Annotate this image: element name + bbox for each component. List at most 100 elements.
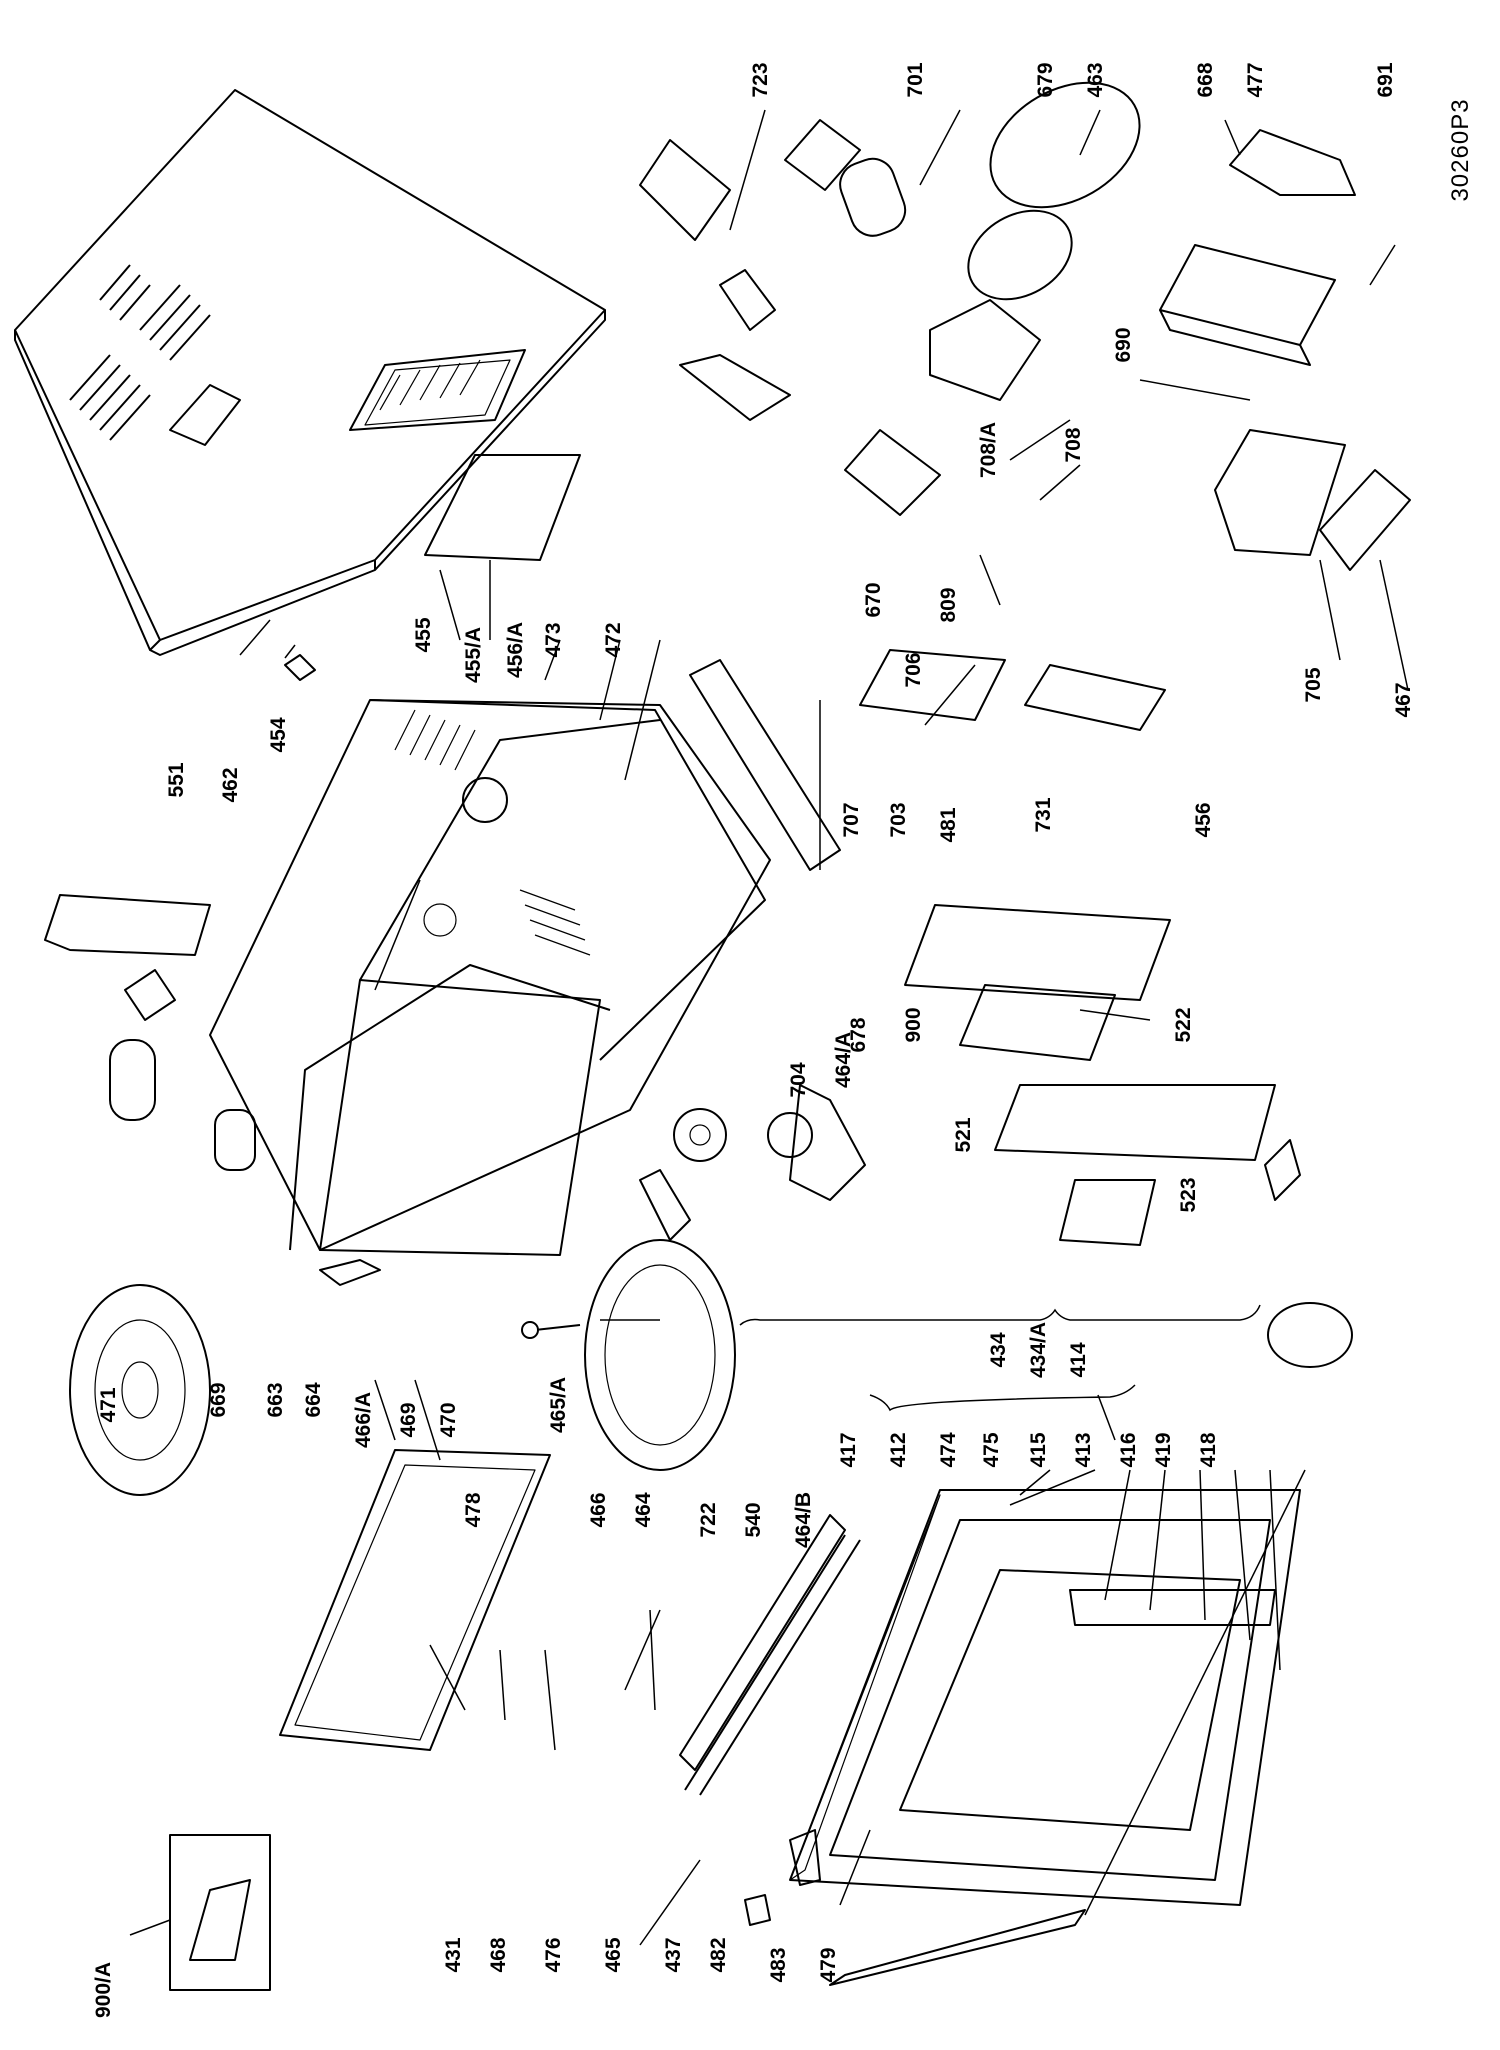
part-label: 706	[902, 652, 925, 687]
part-label: 707	[840, 802, 863, 837]
door-glass-frame	[279, 1449, 551, 1751]
part-label: 483	[767, 1947, 790, 1982]
leader-lines	[129, 109, 1409, 1946]
turntable-523	[1267, 1302, 1353, 1368]
cover-plate	[44, 894, 211, 956]
board-900A	[169, 1834, 271, 1991]
trim-418	[829, 1909, 1086, 1986]
part-label: 478	[462, 1492, 485, 1527]
part-label: 471	[97, 1387, 120, 1422]
part-label: 454	[267, 717, 290, 752]
fuse-holder	[214, 1109, 256, 1171]
part-label: 455	[412, 617, 435, 652]
relay-723	[719, 269, 776, 331]
part-label: 465/A	[547, 1377, 570, 1433]
part-label: 540	[742, 1502, 765, 1537]
part-label: 481	[937, 807, 960, 842]
part-label: 415	[1027, 1432, 1050, 1467]
part-label: 664	[302, 1382, 325, 1417]
part-label: 668	[1194, 62, 1217, 97]
magnetron-705	[1214, 429, 1346, 556]
capacitor-669	[109, 1039, 156, 1121]
frame-678	[904, 904, 1171, 1001]
part-label: 551	[165, 762, 188, 797]
hinge-437	[789, 1829, 821, 1886]
cover-723	[639, 139, 731, 241]
part-label: 523	[1177, 1177, 1200, 1212]
part-label: 809	[937, 587, 960, 622]
part-label: 462	[219, 767, 242, 802]
part-label: 900	[902, 1007, 925, 1042]
part-label: 479	[817, 1947, 840, 1982]
part-label: 900/A	[92, 1962, 115, 2018]
part-label: 473	[542, 622, 565, 657]
motor-670	[844, 429, 941, 516]
sheet-code: 30260P3	[1447, 98, 1474, 201]
part-label: 431	[442, 1937, 465, 1972]
catch-482	[744, 1894, 771, 1926]
turntable-drive	[639, 1084, 866, 1241]
part-label: 723	[749, 62, 772, 97]
part-label: 701	[904, 62, 927, 97]
part-label: 470	[437, 1402, 460, 1437]
clip	[124, 969, 176, 1021]
part-label: 482	[707, 1937, 730, 1972]
part-label: 418	[1197, 1432, 1220, 1467]
plate-454	[284, 654, 316, 681]
part-label: 678	[847, 1017, 870, 1052]
part-label: 463	[1084, 62, 1107, 97]
part-label: 708	[1062, 427, 1085, 462]
bracket-723	[679, 354, 791, 421]
strip-417	[679, 1514, 846, 1771]
part-label: 670	[862, 582, 885, 617]
part-label: 469	[397, 1402, 420, 1437]
part-label: 669	[207, 1382, 230, 1417]
part-label: 472	[602, 622, 625, 657]
part-label: 476	[542, 1937, 565, 1972]
part-label: 417	[837, 1432, 860, 1467]
part-label: 521	[952, 1117, 975, 1152]
part-label: 434/A	[1027, 1322, 1050, 1378]
part-label: 704	[787, 1062, 810, 1097]
part-label: 465	[602, 1937, 625, 1972]
part-label: 456	[1192, 802, 1215, 837]
door-assembly	[684, 1489, 1301, 1906]
part-label: 464	[632, 1492, 655, 1527]
transformer-668	[1159, 244, 1336, 346]
part-label: 466/A	[352, 1392, 375, 1448]
dish-471	[69, 1284, 211, 1496]
fan-motor	[784, 81, 1141, 401]
part-label: 412	[887, 1432, 910, 1467]
part-label: 663	[264, 1382, 287, 1417]
control-panel	[994, 1084, 1276, 1161]
oven-cavity	[209, 699, 771, 1256]
part-label: 414	[1067, 1342, 1090, 1377]
part-label: 477	[1244, 62, 1267, 97]
part-label: 464/A	[832, 1032, 855, 1088]
plate-near-705	[1024, 664, 1166, 731]
part-label: 705	[1302, 667, 1325, 702]
part-label: 690	[1112, 327, 1135, 362]
part-label: 679	[1034, 62, 1057, 97]
part-label: 708/A	[977, 422, 1000, 478]
part-label: 731	[1032, 797, 1055, 832]
latch-466A	[319, 1259, 381, 1286]
pin-465	[521, 1321, 581, 1339]
board-706	[859, 649, 1006, 721]
bracket-467	[1319, 469, 1411, 571]
part-label: 691	[1374, 62, 1397, 97]
part-label: 722	[697, 1502, 720, 1537]
part-label: 464/B	[792, 1492, 815, 1548]
bracket-477	[1229, 129, 1356, 196]
keypad	[1059, 1179, 1156, 1246]
part-label: 468	[487, 1937, 510, 1972]
part-label: 474	[937, 1432, 960, 1467]
part-label: 437	[662, 1937, 685, 1972]
board-900	[959, 984, 1116, 1061]
glass-tray-476	[584, 1239, 736, 1471]
part-label: 419	[1152, 1432, 1175, 1467]
side-bar	[689, 659, 841, 871]
part-label: 466	[587, 1492, 610, 1527]
part-label: 416	[1117, 1432, 1140, 1467]
